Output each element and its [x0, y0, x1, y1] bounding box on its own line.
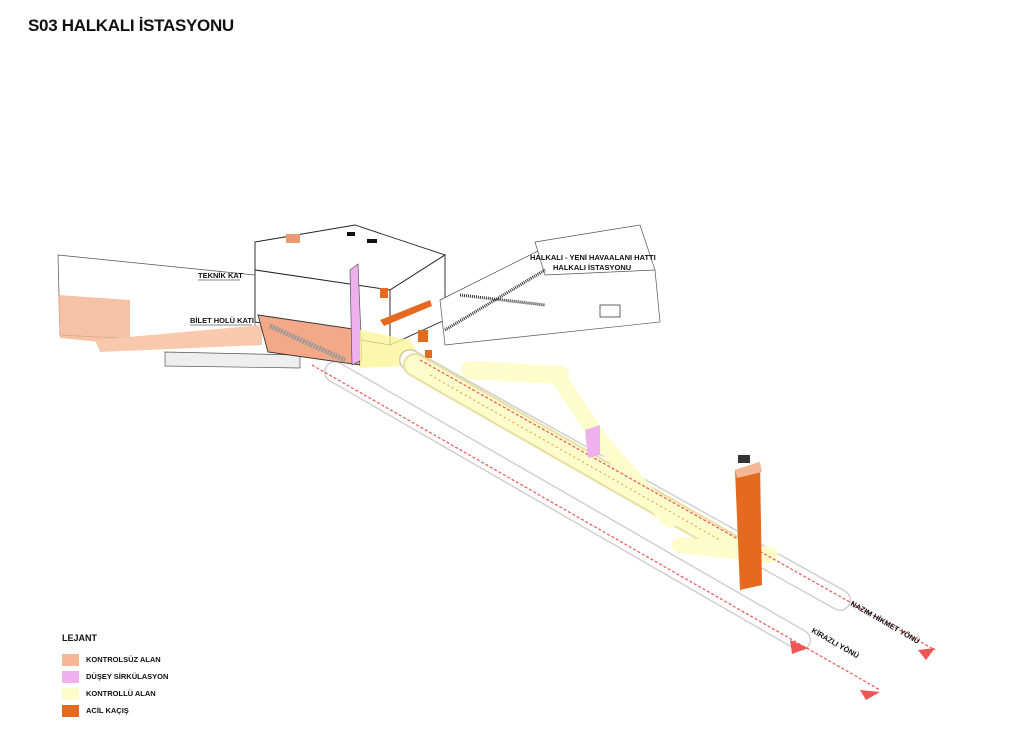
legend-item-controlled: KONTROLLÜ ALAN	[62, 685, 168, 702]
legend-swatch	[62, 704, 79, 717]
label-bilet-holu: BİLET HOLÜ KATI	[190, 316, 254, 325]
legend-item-vertical: DÜŞEY SİRKÜLASYON	[62, 668, 168, 685]
label-teknik-kat: TEKNİK KAT	[198, 271, 243, 280]
emergency-escape-stairs	[380, 288, 432, 358]
legend-swatch	[62, 670, 79, 683]
legend-item-emergency: ACİL KAÇIŞ	[62, 702, 168, 719]
label-line-name: HALKALI - YENİ HAVAALANI HATTI	[530, 253, 656, 262]
left-wing-structure	[57, 254, 301, 369]
arrow-kirazli	[790, 640, 808, 654]
legend-heading: LEJANT	[62, 633, 98, 643]
right-wing-structure	[439, 224, 661, 346]
legend-item-uncontrolled: KONTROLSÜZ ALAN	[62, 651, 168, 668]
rail-tunnels	[311, 349, 936, 691]
label-station-name: HALKALI İSTASYONU	[553, 263, 631, 272]
vertical-circulation-lower	[585, 425, 600, 458]
direction-arrows	[790, 640, 935, 700]
emergency-escape-tower	[735, 455, 762, 590]
central-building	[254, 224, 447, 366]
legend: LEJANT KONTROLSÜZ ALAN DÜŞEY SİRKÜLASYON…	[62, 633, 168, 719]
legend-swatch	[62, 687, 79, 700]
label-kirazli-direction: KİRAZLI YÖNÜ	[810, 626, 861, 660]
label-nazim-hikmet-direction: NAZIM HİKMET YÖNÜ	[849, 599, 921, 646]
arrow-nazim-hikmet	[918, 648, 935, 660]
legend-swatch	[62, 653, 79, 666]
page-title: S03 HALKALI İSTASYONU	[28, 16, 234, 35]
